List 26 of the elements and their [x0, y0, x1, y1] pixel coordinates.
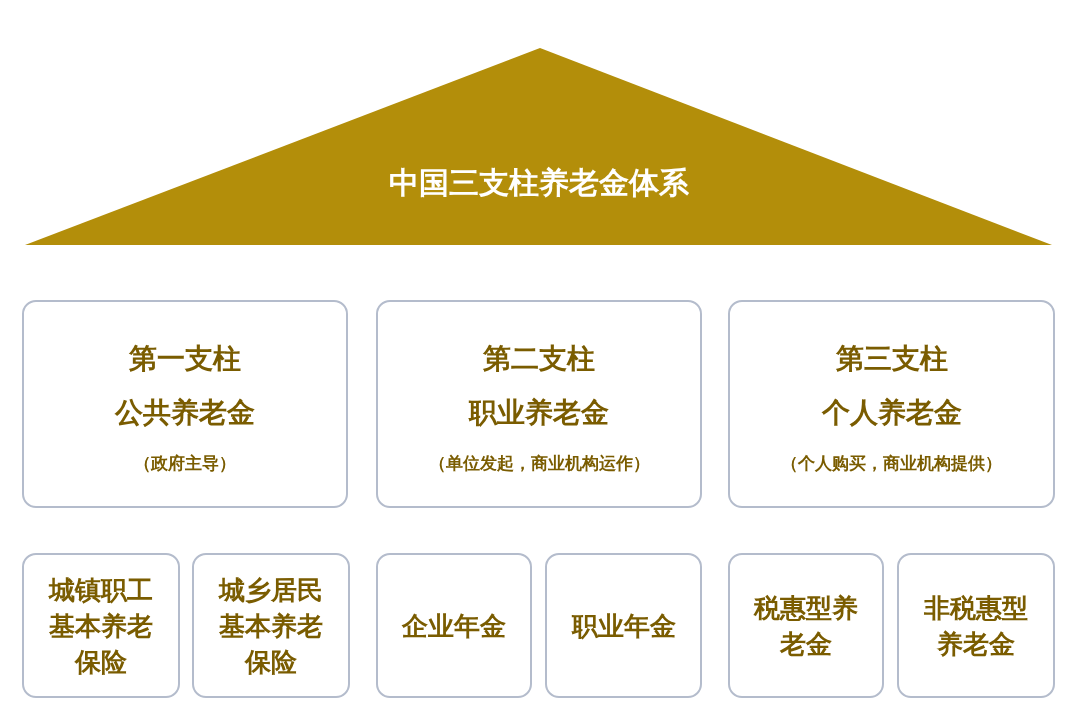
roof-title: 中国三支柱养老金体系	[388, 163, 689, 202]
scheme-card	[545, 553, 702, 698]
scheme-name: 企业年金	[400, 609, 507, 643]
scheme-card	[728, 553, 884, 698]
pillar-card	[728, 300, 1055, 508]
scheme-card	[897, 553, 1055, 698]
pillar-heading: 第三支柱	[835, 340, 948, 377]
scheme-card	[192, 553, 350, 698]
scheme-name: 非税惠型养老金	[923, 591, 1029, 661]
pillar-name: 职业养老金	[469, 394, 609, 431]
scheme-card	[376, 553, 532, 698]
pillar-card	[376, 300, 702, 508]
pillar-note: （单位发起，商业机构运作）	[428, 451, 650, 475]
scheme-name: 城镇职工基本养老保险	[47, 573, 154, 679]
pillar-heading: 第一支柱	[129, 340, 241, 377]
scheme-name: 职业年金	[570, 609, 677, 643]
scheme-card	[22, 553, 180, 698]
pillar-note: （个人购买，商业机构提供）	[781, 451, 1002, 475]
roof-shape	[25, 48, 1052, 248]
pillar-card	[22, 300, 348, 508]
scheme-name: 城乡居民基本养老保险	[217, 573, 324, 679]
pillar-heading: 第二支柱	[483, 340, 595, 377]
pillar-name: 个人养老金	[821, 394, 962, 431]
pillar-note: （政府主导）	[134, 451, 236, 475]
pillar-name: 公共养老金	[115, 394, 255, 431]
scheme-name: 税惠型养老金	[752, 591, 859, 661]
